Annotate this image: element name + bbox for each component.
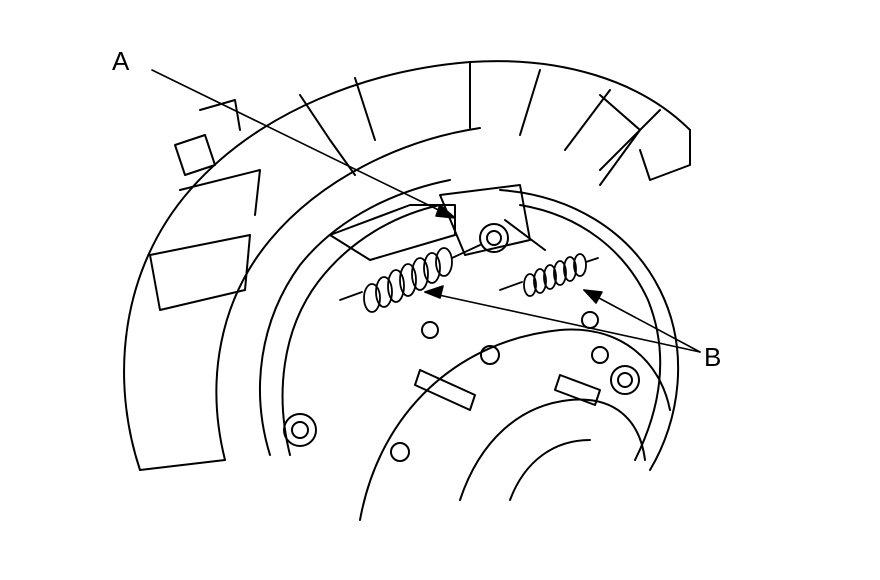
- return-spring-large: [339, 244, 481, 313]
- wheel-hub: [283, 311, 671, 521]
- adjuster-lever: [439, 184, 546, 256]
- callout-a-leader: [151, 69, 456, 219]
- return-spring-small: [499, 253, 599, 297]
- brake-shoe: [259, 179, 680, 471]
- backing-plate: [123, 60, 691, 471]
- callout-label-a: A: [112, 46, 130, 76]
- callout-label-b: B: [704, 342, 722, 372]
- callout-b-leaders: [424, 285, 701, 353]
